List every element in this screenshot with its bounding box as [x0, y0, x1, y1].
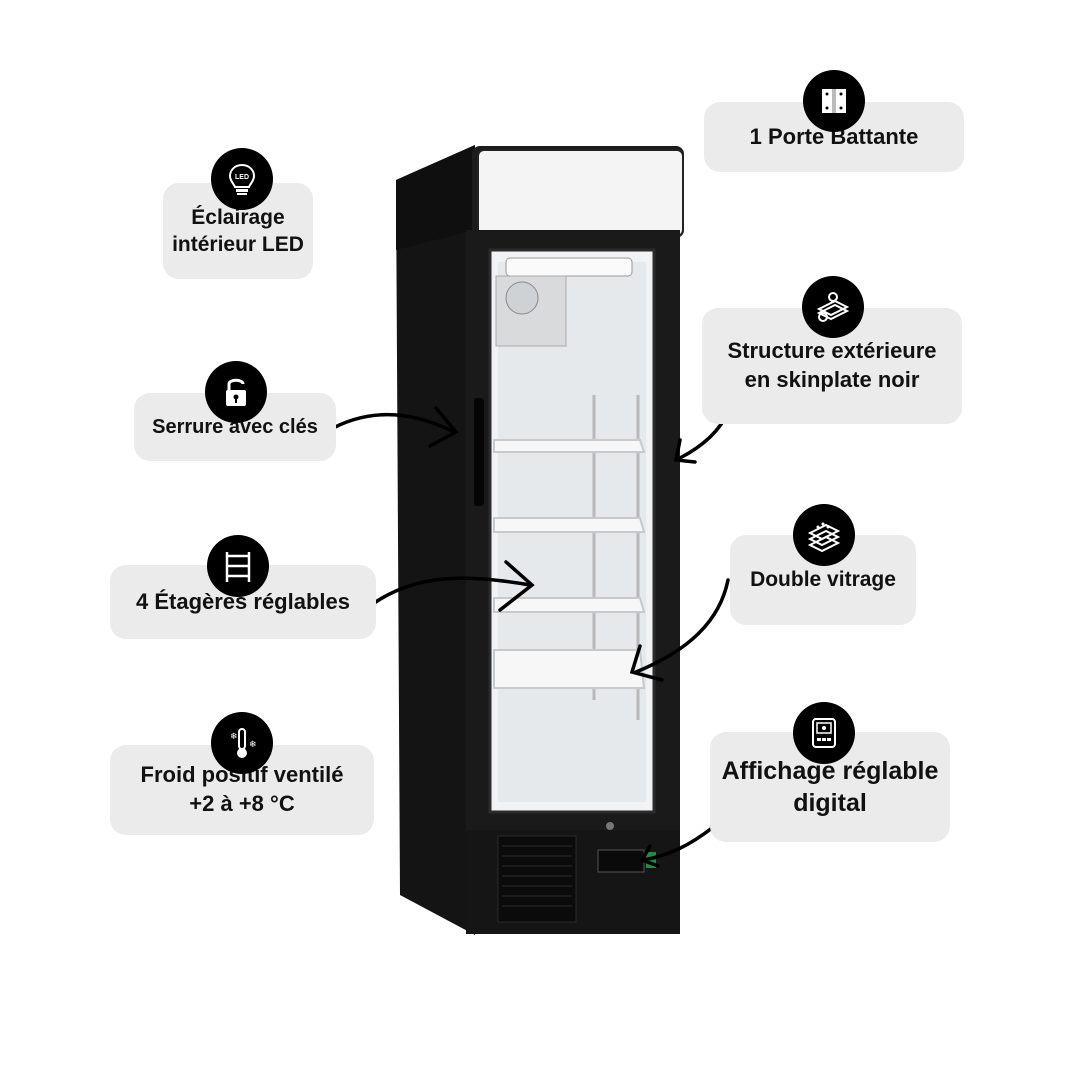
grille-lines — [502, 845, 572, 907]
feature-label-led: Éclairage intérieur LED — [172, 205, 304, 256]
feature-card-led: Éclairage intérieur LED — [163, 183, 313, 279]
feature-label-lock: Serrure avec clés — [152, 416, 318, 438]
door-handle — [474, 398, 484, 506]
steel-sheet-icon — [802, 276, 864, 338]
arrow-lock — [324, 412, 456, 434]
feature-label-structure: Structure extérieure en skinplate noir — [727, 338, 937, 392]
feature-label-cold: Froid positif ventilé +2 à +8 °C — [140, 762, 344, 816]
door-hinge-icon — [803, 70, 865, 132]
arrow-glazing — [634, 578, 730, 674]
feature-card-display: Affichage réglable digital — [710, 732, 950, 842]
arrow-structure-head — [673, 438, 697, 464]
shelf-1 — [493, 439, 646, 453]
feature-label-display: Affichage réglable digital — [721, 756, 939, 818]
fridge-side-panel — [396, 145, 475, 935]
feature-card-shelves: 4 Étagères réglables — [110, 565, 376, 639]
ventilation-grille — [497, 835, 577, 923]
arrow-display — [642, 826, 714, 862]
shelf-2 — [493, 517, 646, 533]
arrow-glazing-head — [629, 644, 664, 682]
arrow-shelves — [358, 576, 532, 616]
feature-card-lock: Serrure avec clés — [134, 393, 336, 461]
wire-shelves — [493, 439, 646, 689]
fridge-canopy-side — [396, 145, 475, 250]
shelf-4 — [493, 649, 646, 689]
padlock-icon — [205, 361, 267, 423]
thermometer-snowflake-icon: ❄❄ — [211, 712, 273, 774]
shelf-3 — [493, 597, 646, 613]
door-lock-keyhole — [606, 822, 614, 830]
shelves-icon — [207, 535, 269, 597]
svg-text:❄: ❄ — [230, 732, 238, 742]
fan-grille — [505, 281, 539, 315]
arrow-display-head — [639, 844, 660, 868]
svg-text:LED: LED — [235, 174, 249, 181]
arrow-shelves-head — [498, 560, 535, 612]
feature-card-structure: Structure extérieure en skinplate noir — [702, 308, 962, 424]
double-glazing-icon — [793, 504, 855, 566]
svg-text:❄: ❄ — [249, 740, 257, 750]
arrow-lock-head — [428, 406, 459, 448]
digital-thermostat-icon — [793, 702, 855, 764]
led-strip — [505, 257, 633, 277]
led-bulb-icon: LED — [211, 148, 273, 210]
feature-label-glazing: Double vitrage — [750, 568, 896, 592]
